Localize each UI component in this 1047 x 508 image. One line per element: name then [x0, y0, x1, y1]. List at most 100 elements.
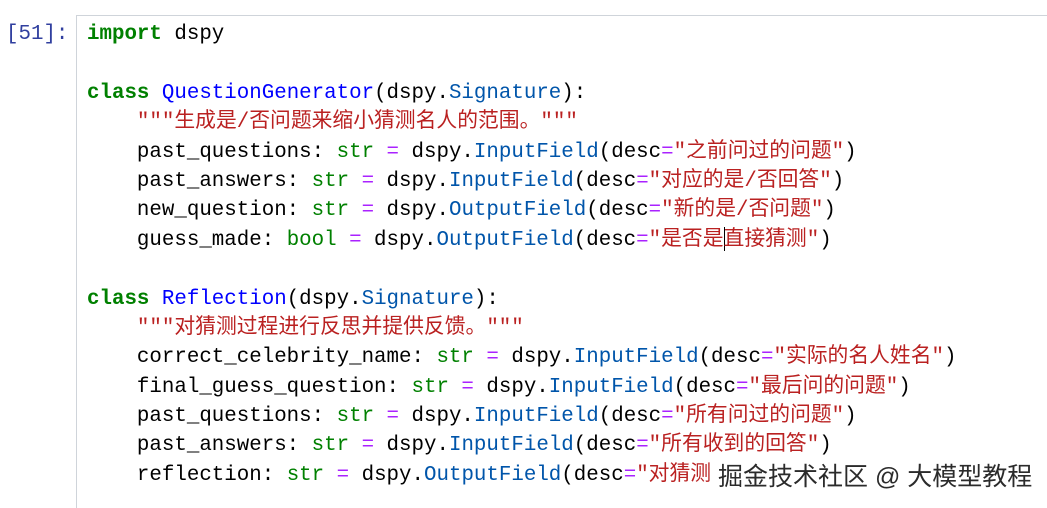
- name-token: past_answers:: [87, 434, 312, 458]
- name-token: dspy.: [349, 463, 424, 487]
- keyword-token: import: [87, 23, 162, 46]
- watermark: 掘金技术社区 @ 大模型教程: [718, 463, 1033, 491]
- code-cell-editor[interactable]: import dspy class QuestionGenerator(dspy.…: [76, 15, 1047, 508]
- name-token: (desc: [573, 434, 637, 458]
- operator-token: =: [648, 199, 662, 223]
- string-token: "对应的是/否回答": [648, 169, 832, 193]
- string-token: "所有问过的问题": [673, 405, 845, 429]
- code-line[interactable]: correct_celebrity_name: str = dspy.Input…: [87, 343, 1047, 372]
- operator-token: =: [361, 199, 375, 223]
- string-token: "最后问的问题": [748, 375, 899, 399]
- string-token: """生成是/否问题来缩小猜测名人的范围。""": [136, 111, 578, 135]
- code-line[interactable]: class Reflection(dspy.Signature):: [87, 285, 1047, 314]
- code-line[interactable]: past_answers: str = dspy.InputField(desc…: [87, 167, 1047, 196]
- builtin-token: str: [411, 375, 449, 399]
- name-token: reflection:: [87, 463, 287, 487]
- builtin-token: str: [336, 405, 375, 429]
- name-token: ):: [473, 287, 499, 311]
- attribute-token: InputField: [473, 405, 599, 429]
- operator-token: =: [636, 169, 649, 193]
- name-token: correct_celebrity_name:: [87, 346, 437, 370]
- code-line[interactable]: final_guess_question: str = dspy.InputFi…: [87, 373, 1047, 402]
- string-token: 直接猜测": [723, 228, 820, 252]
- name-token: (desc: [561, 463, 624, 487]
- name-token: past_questions:: [87, 140, 337, 164]
- name-token: [374, 405, 386, 428]
- name-token: dspy.: [399, 140, 474, 164]
- attribute-token: OutputField: [424, 463, 562, 487]
- operator-token: =: [636, 434, 649, 458]
- name-token: ):: [561, 81, 587, 105]
- name-token: [337, 229, 349, 252]
- operator-token: =: [736, 375, 749, 399]
- name-token: [349, 199, 361, 222]
- execution-count-prompt: [51]:: [6, 23, 69, 46]
- name-token: ): [844, 405, 857, 429]
- attribute-token: Signature: [361, 287, 474, 311]
- name-token: (desc: [586, 199, 649, 223]
- code-line[interactable]: past_questions: str = dspy.InputField(de…: [87, 402, 1047, 431]
- operator-token: =: [336, 463, 350, 487]
- code-line[interactable]: guess_made: bool = dspy.OutputField(desc…: [87, 226, 1047, 255]
- attribute-token: InputField: [573, 346, 699, 370]
- string-token: "所有收到的回答": [648, 434, 820, 458]
- name-token: dspy.: [473, 375, 549, 399]
- name-token: dspy.: [399, 405, 474, 429]
- name-token: [374, 141, 386, 164]
- attribute-token: Signature: [448, 81, 562, 105]
- code-line[interactable]: past_questions: str = dspy.InputField(de…: [87, 138, 1047, 167]
- name-token: (desc: [698, 346, 761, 370]
- attribute-token: OutputField: [448, 199, 587, 223]
- builtin-token: str: [286, 463, 325, 487]
- attribute-token: InputField: [448, 434, 574, 458]
- name-token: ): [898, 375, 911, 399]
- name-token: [449, 376, 461, 399]
- keyword-token: class: [87, 81, 150, 105]
- name-token: ): [823, 199, 836, 223]
- name-token: ): [831, 169, 845, 193]
- name-token: dspy.: [374, 434, 449, 458]
- operator-token: =: [486, 346, 499, 370]
- class-name-token: QuestionGenerator: [161, 81, 375, 105]
- operator-token: =: [349, 228, 362, 252]
- string-token: "之前问过的问题": [673, 140, 845, 164]
- attribute-token: InputField: [448, 169, 574, 193]
- operator-token: =: [636, 228, 649, 252]
- name-token: dspy.: [374, 169, 449, 193]
- code-line[interactable]: class QuestionGenerator(dspy.Signature):: [87, 79, 1047, 108]
- code-line[interactable]: [87, 49, 1047, 78]
- attribute-token: InputField: [473, 140, 599, 164]
- keyword-token: class: [87, 287, 150, 311]
- name-token: guess_made:: [87, 228, 287, 252]
- name-token: [349, 434, 361, 457]
- name-token: (desc: [573, 228, 637, 252]
- code-line[interactable]: """对猜测过程进行反思并提供反馈。""": [87, 314, 1047, 343]
- code-line[interactable]: new_question: str = dspy.OutputField(des…: [87, 196, 1047, 225]
- operator-token: =: [661, 140, 674, 164]
- code-line[interactable]: """生成是/否问题来缩小猜测名人的范围。""": [87, 108, 1047, 137]
- builtin-token: str: [336, 140, 375, 164]
- name-token: [474, 346, 486, 369]
- operator-token: =: [386, 405, 400, 429]
- name-token: ): [944, 346, 957, 370]
- name-token: new_question:: [87, 199, 312, 223]
- builtin-token: str: [436, 346, 474, 370]
- name-token: dspy.: [498, 346, 574, 370]
- operator-token: =: [361, 169, 375, 193]
- code-line[interactable]: [87, 255, 1047, 284]
- attribute-token: OutputField: [436, 228, 574, 252]
- builtin-token: str: [311, 434, 350, 458]
- code-line[interactable]: past_answers: str = dspy.InputField(desc…: [87, 431, 1047, 460]
- string-token: "对猜测: [636, 463, 712, 487]
- builtin-token: str: [311, 199, 350, 223]
- name-token: [349, 170, 361, 193]
- code-line[interactable]: reflection: str = dspy.OutputField(desc=…: [87, 461, 1047, 490]
- code-line[interactable]: import dspy: [87, 20, 1047, 49]
- name-token: dspy.: [374, 199, 449, 223]
- code-area[interactable]: import dspy class QuestionGenerator(dspy.…: [87, 20, 1047, 490]
- name-token: past_questions:: [87, 405, 337, 429]
- name-token: (desc: [598, 140, 662, 164]
- name-token: [87, 317, 137, 340]
- builtin-token: str: [311, 169, 350, 193]
- string-token: "实际的名人姓名": [773, 346, 945, 370]
